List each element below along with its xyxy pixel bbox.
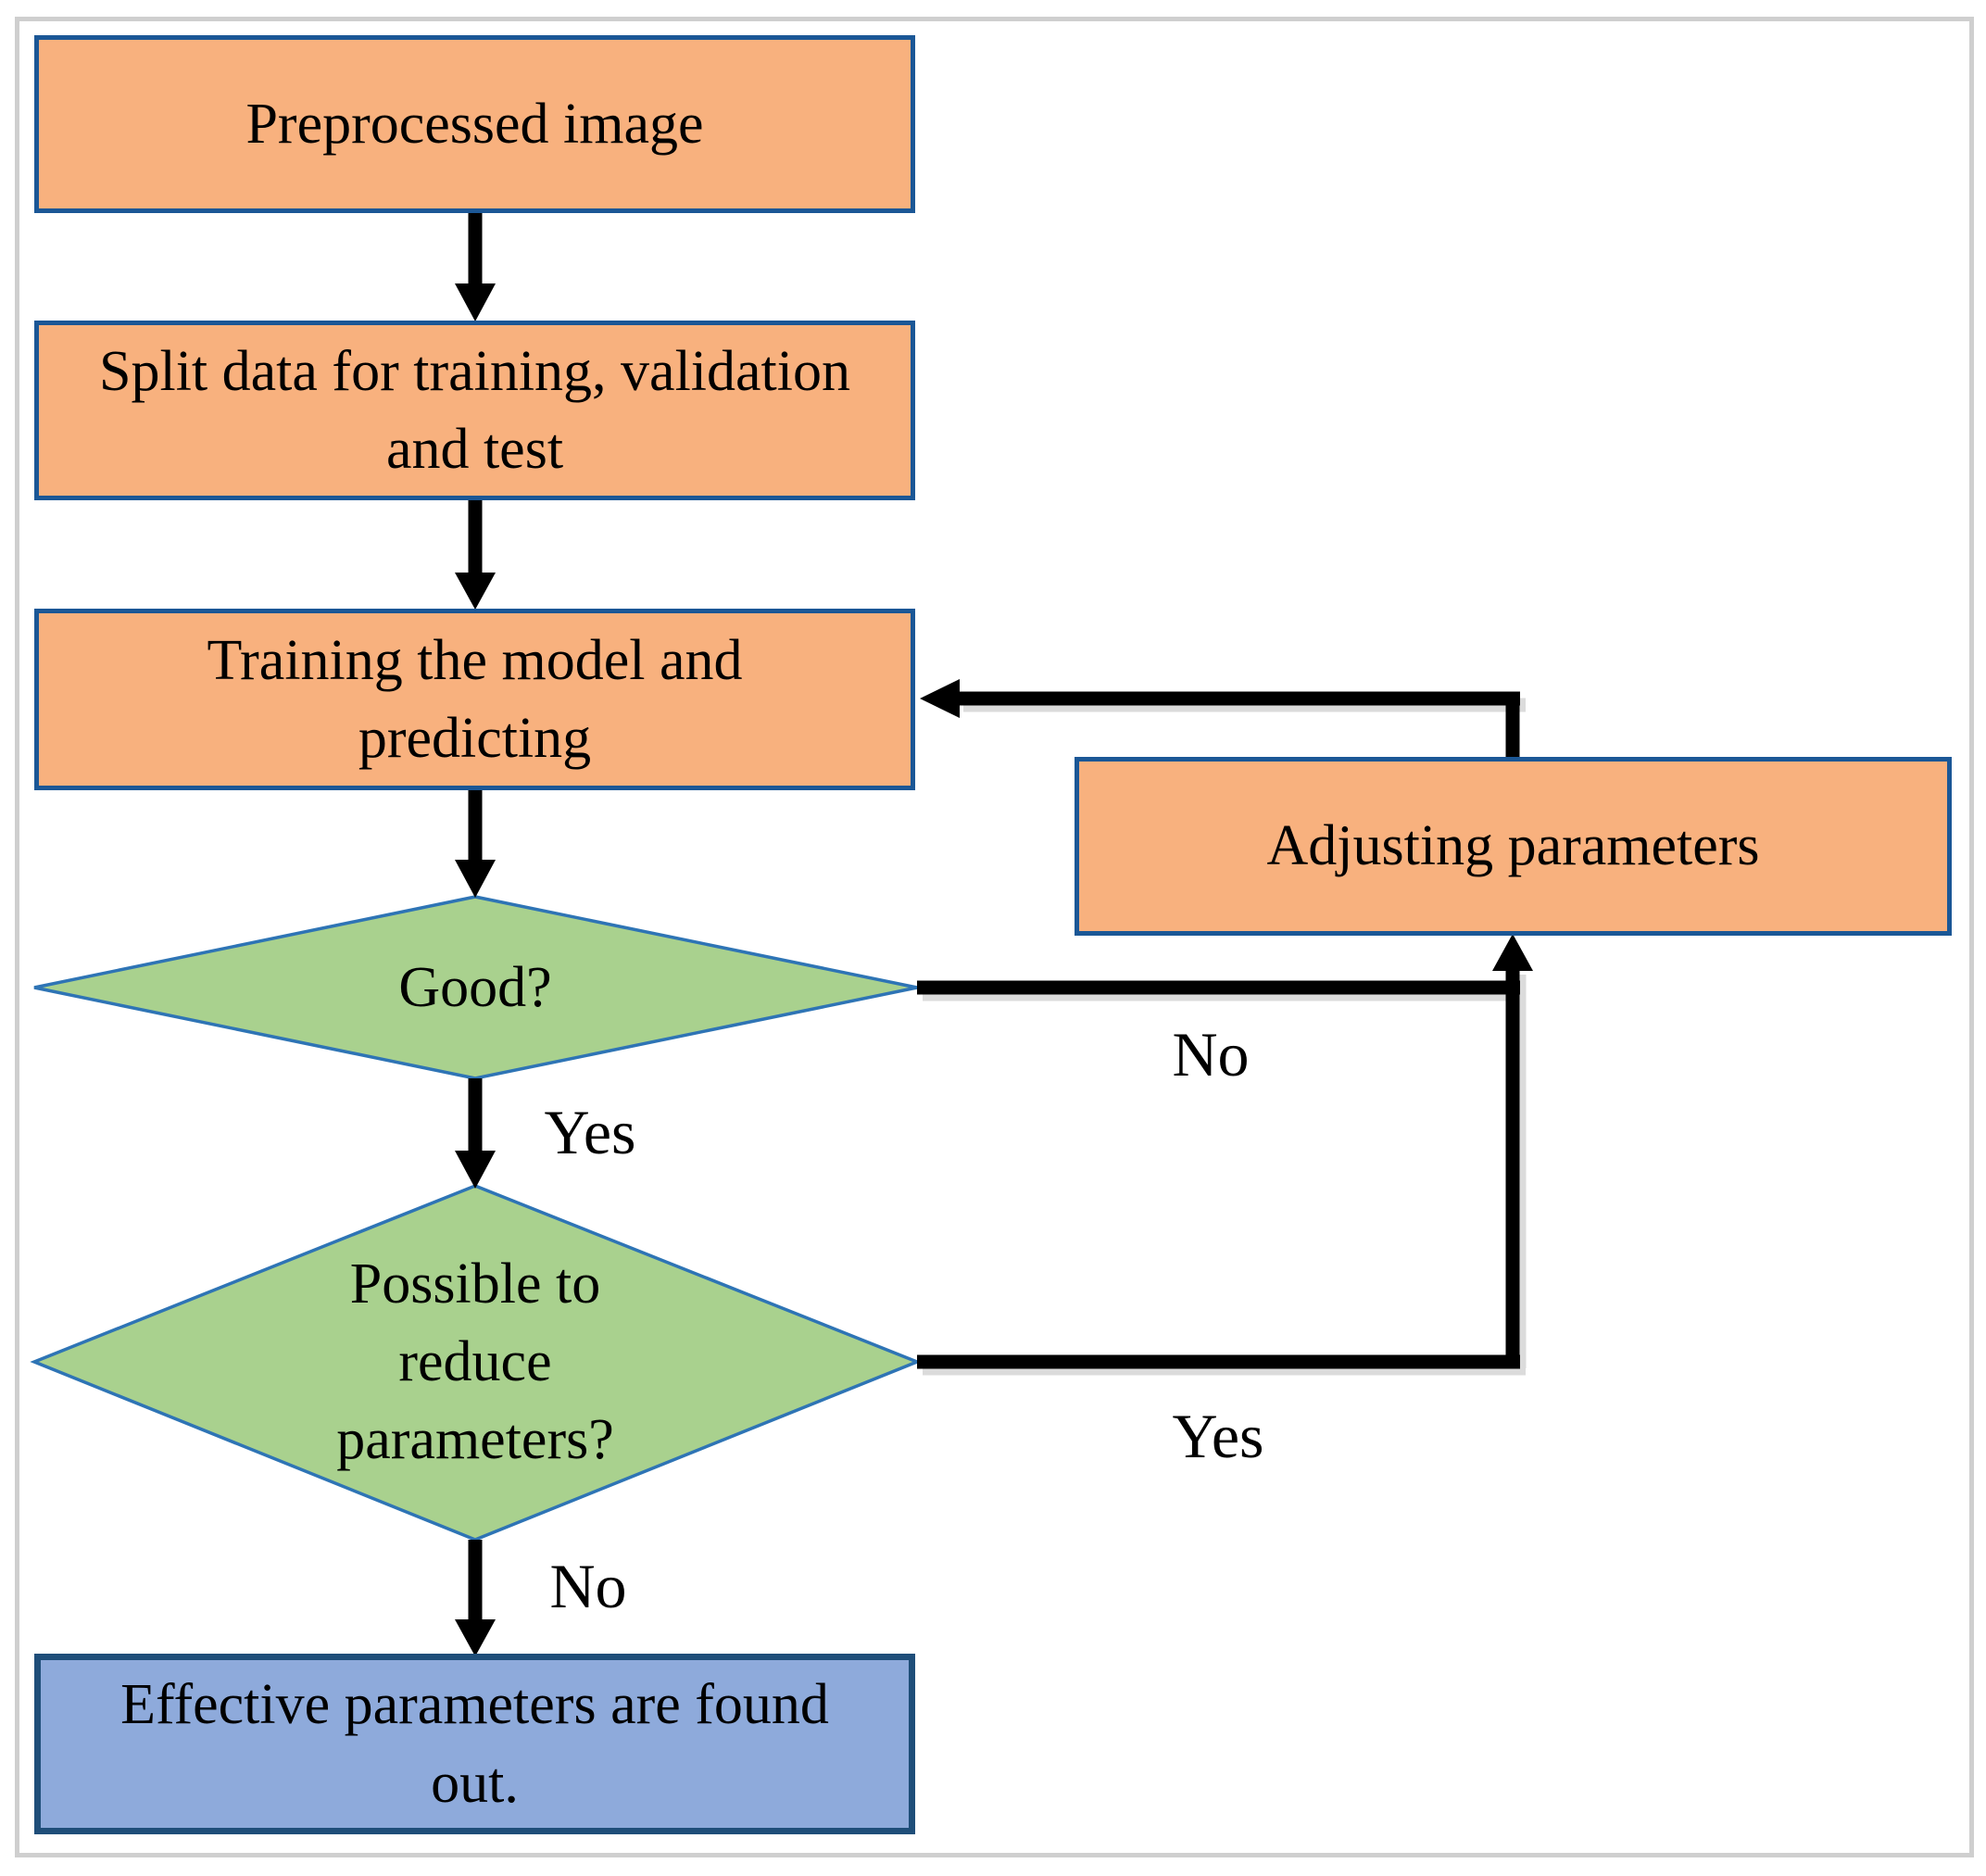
edge-adjusting-to-training — [920, 679, 1520, 757]
node-effective-parameters: Effective parameters are found out. — [34, 1654, 915, 1834]
edge-label-reduce-yes: Yes — [1116, 1394, 1320, 1478]
arrowhead-up-icon — [1492, 934, 1533, 971]
node-label: Adjusting parameters — [1266, 814, 1760, 878]
arrowhead-down-icon — [455, 573, 496, 610]
edge-label-text: Yes — [544, 1096, 636, 1167]
arrowhead-down-icon — [455, 860, 496, 898]
edge-label-text: No — [549, 1550, 627, 1621]
node-decision-possible-reduce: Possible to reduce parameters? — [267, 1223, 684, 1501]
edge-label-good-yes: Yes — [488, 1090, 692, 1174]
arrowhead-down-icon — [455, 283, 496, 321]
edge-good-yes-to-reduce — [455, 1078, 496, 1189]
node-label: Possible to reduce parameters? — [336, 1252, 614, 1472]
arrowhead-down-icon — [455, 1151, 496, 1189]
arrowhead-left-icon — [920, 679, 960, 718]
edge-label-text: No — [1172, 1018, 1250, 1089]
node-split-data: Split data for training, validation and … — [34, 321, 915, 500]
edge-label-reduce-no: No — [486, 1544, 690, 1628]
edge-good-no-to-adjusting — [917, 934, 1533, 1369]
edge-reduce-no-to-effective — [455, 1540, 496, 1656]
edge-split-to-training — [455, 500, 496, 610]
node-label: Effective parameters are found out. — [120, 1673, 829, 1815]
node-label: Split data for training, validation and … — [99, 339, 850, 481]
node-label: Preprocessed image — [245, 92, 704, 156]
edge-label-text: Yes — [1172, 1400, 1264, 1471]
node-label: Good? — [398, 955, 552, 1019]
arrowhead-down-icon — [455, 1619, 496, 1656]
node-training-model: Training the model and predicting — [34, 609, 915, 790]
node-adjusting-parameters: Adjusting parameters — [1075, 757, 1952, 936]
figure-border-frame — [15, 17, 1974, 1857]
edge-label-good-no: No — [1109, 1013, 1313, 1096]
edge-preprocessed-to-split — [455, 211, 496, 321]
node-decision-good: Good? — [197, 932, 753, 1043]
node-preprocessed-image: Preprocessed image — [34, 35, 915, 213]
node-label: Training the model and predicting — [207, 628, 743, 770]
edge-training-to-good — [455, 790, 496, 898]
